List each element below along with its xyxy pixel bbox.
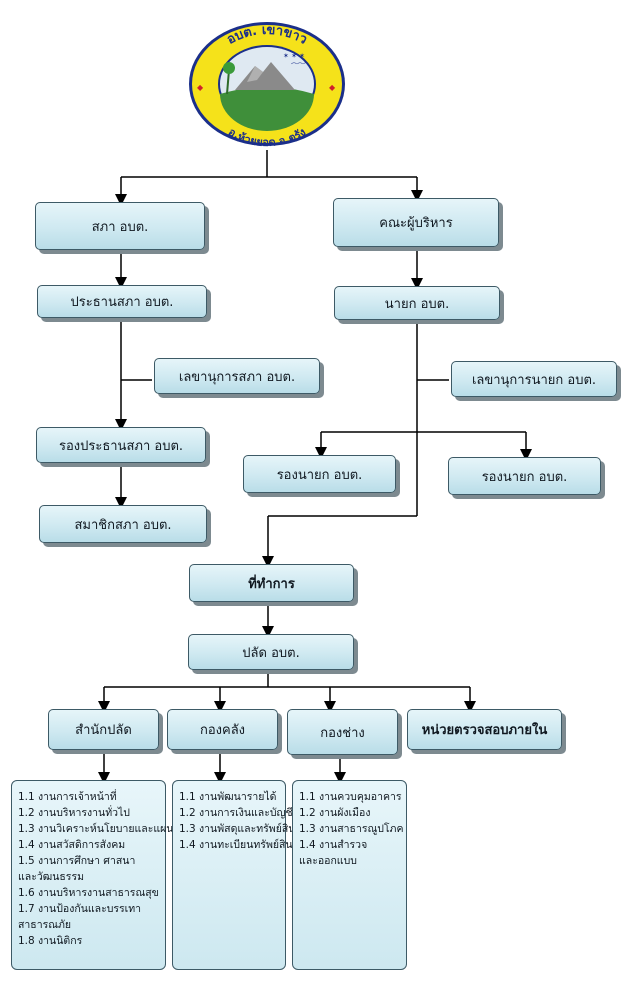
deputy-mayor-box-1: รองนายก อบต. [243,455,396,493]
council-president-box: ประธานสภา อบต. [37,285,207,318]
mayor-box: นายก อบต. [334,286,500,320]
list-item: 1.5 งานการศึกษา ศาสนา [18,855,136,867]
list-item: 1.7 งานป้องกันและบรรเทา [18,903,142,915]
list-item: 1.8 งานนิติกร [18,935,83,947]
mayor-secretary-box: เลขานุการนายก อบต. [451,361,617,397]
finance-task-list: 1.1 งานพัฒนารายได้ 1.2 งานการเงินและบัญช… [172,780,296,970]
list-item: 1.2 งานการเงินและบัญชี [179,807,293,819]
svg-text:✶ ✶ ✶: ✶ ✶ ✶ [283,52,305,60]
svg-text:◆: ◆ [329,83,336,92]
organization-seal-logo: ✶ ✶ ✶ ⌒⌒⌒ อบต. เขาขาว อ.ห้วยยอด จ.ตรัง ◆… [189,22,345,148]
list-item: 1.4 งานสวัสดิการสังคม [18,839,126,851]
list-item: 1.2 งานผังเมือง [299,807,371,819]
list-item: 1.3 งานพัสดุและทรัพย์สิน [179,823,296,835]
engineering-division-box: กองช่าง [287,709,398,755]
executives-box: คณะผู้บริหาร [333,198,499,247]
council-secretary-box: เลขานุการสภา อบต. [154,358,320,394]
list-item: 1.4 งานสำรวจ [299,839,368,851]
deputy-mayor-box-2: รองนายก อบต. [448,457,601,495]
finance-division-box: กองคลัง [167,709,278,750]
list-item: และออกแบบ [299,855,357,867]
internal-audit-box: หน่วยตรวจสอบภายใน [407,709,562,750]
chief-admin-box: ปลัด อบต. [188,634,354,670]
list-item: และวัฒนธรรม [18,871,85,883]
svg-text:◆: ◆ [197,83,204,92]
list-item: 1.6 งานบริหารงานสาธารณสุข [18,887,159,899]
list-item: 1.3 งานสาธารณูปโภค [299,823,404,835]
office-box: ที่ทำการ [189,564,354,602]
palad-office-task-list: 1.1 งานการเจ้าหน้าที่ 1.2 งานบริหารงานทั… [11,780,174,970]
list-item: 1.1 งานควบคุมอาคาร [299,791,402,803]
svg-text:⌒⌒⌒: ⌒⌒⌒ [291,63,309,70]
palad-office-box: สำนักปลัด [48,709,159,750]
list-item: สาธารณภัย [18,919,72,931]
council-box: สภา อบต. [35,202,205,250]
list-item: 1.1 งานการเจ้าหน้าที่ [18,791,117,803]
vice-council-president-box: รองประธานสภา อบต. [36,427,206,463]
list-item: 1.4 งานทะเบียนทรัพย์สิน [179,839,293,851]
engineering-task-list: 1.1 งานควบคุมอาคาร 1.2 งานผังเมือง 1.3 ง… [292,780,407,970]
list-item: 1.1 งานพัฒนารายได้ [179,791,277,803]
list-item: 1.3 งานวิเคราะห์นโยบายและแผน [18,823,174,835]
list-item: 1.2 งานบริหารงานทั่วไป [18,807,130,819]
council-members-box: สมาชิกสภา อบต. [39,505,207,543]
